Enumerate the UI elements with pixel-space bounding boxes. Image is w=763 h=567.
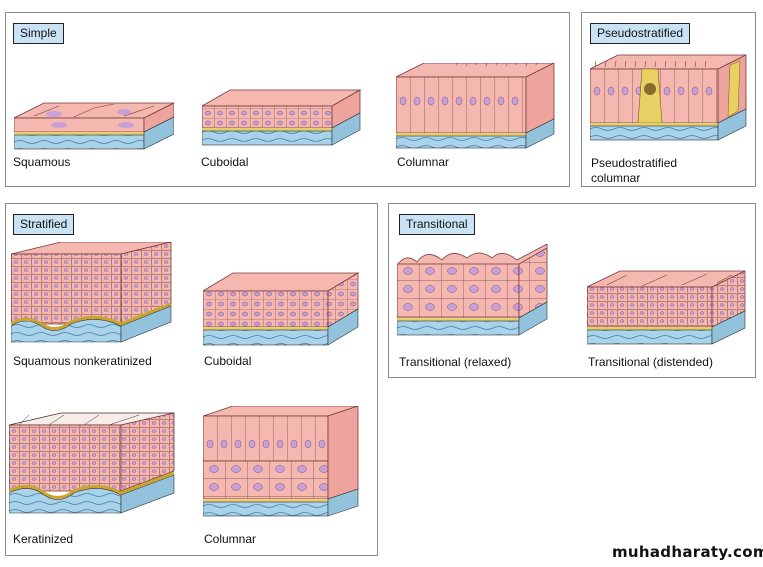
caption-stratified-columnar: Columnar xyxy=(204,532,257,546)
panel-pseudostratified: Pseudostratified Pseudostratified column… xyxy=(581,12,756,187)
transitional-distended-diagram xyxy=(587,270,746,345)
simple-squamous-diagram xyxy=(14,102,174,150)
caption-pseudostratified-line2: columnar xyxy=(591,171,641,185)
pseudostratified-columnar-diagram xyxy=(590,54,747,141)
stratified-squamous-diagram xyxy=(11,242,172,343)
watermark: muhadharaty.com xyxy=(612,543,763,561)
stratified-cuboidal-diagram xyxy=(203,272,360,346)
panel-title-simple: Simple xyxy=(13,23,64,44)
caption-transitional-relaxed: Transitional (relaxed) xyxy=(399,355,512,369)
stratified-columnar-diagram xyxy=(203,406,359,517)
caption-pseudostratified-line1: Pseudostratified xyxy=(591,156,678,170)
caption-stratified-squamous-nonkeratinized: Squamous nonkeratinized xyxy=(13,354,152,368)
caption-simple-cuboidal: Cuboidal xyxy=(201,155,249,169)
panel-title-stratified: Stratified xyxy=(13,214,75,235)
transitional-relaxed-diagram xyxy=(397,244,548,336)
simple-cuboidal-diagram xyxy=(202,89,362,146)
simple-columnar-diagram xyxy=(396,63,555,149)
caption-simple-columnar: Columnar xyxy=(397,155,450,169)
caption-transitional-distended: Transitional (distended) xyxy=(588,355,713,369)
panel-stratified: Stratified Squamous nonkeratinized Cuboi… xyxy=(5,203,378,556)
caption-simple-squamous: Squamous xyxy=(13,155,71,169)
caption-stratified-cuboidal: Cuboidal xyxy=(204,354,252,368)
panel-simple: Simple Squamous Cuboidal Columnar xyxy=(5,12,570,187)
panel-title-pseudostratified: Pseudostratified xyxy=(590,23,691,44)
stratified-keratinized-diagram xyxy=(9,412,175,514)
caption-stratified-keratinized: Keratinized xyxy=(13,532,74,546)
panel-title-transitional: Transitional xyxy=(399,214,475,235)
panel-transitional: Transitional Transitional (relaxed) Tran… xyxy=(388,203,756,378)
